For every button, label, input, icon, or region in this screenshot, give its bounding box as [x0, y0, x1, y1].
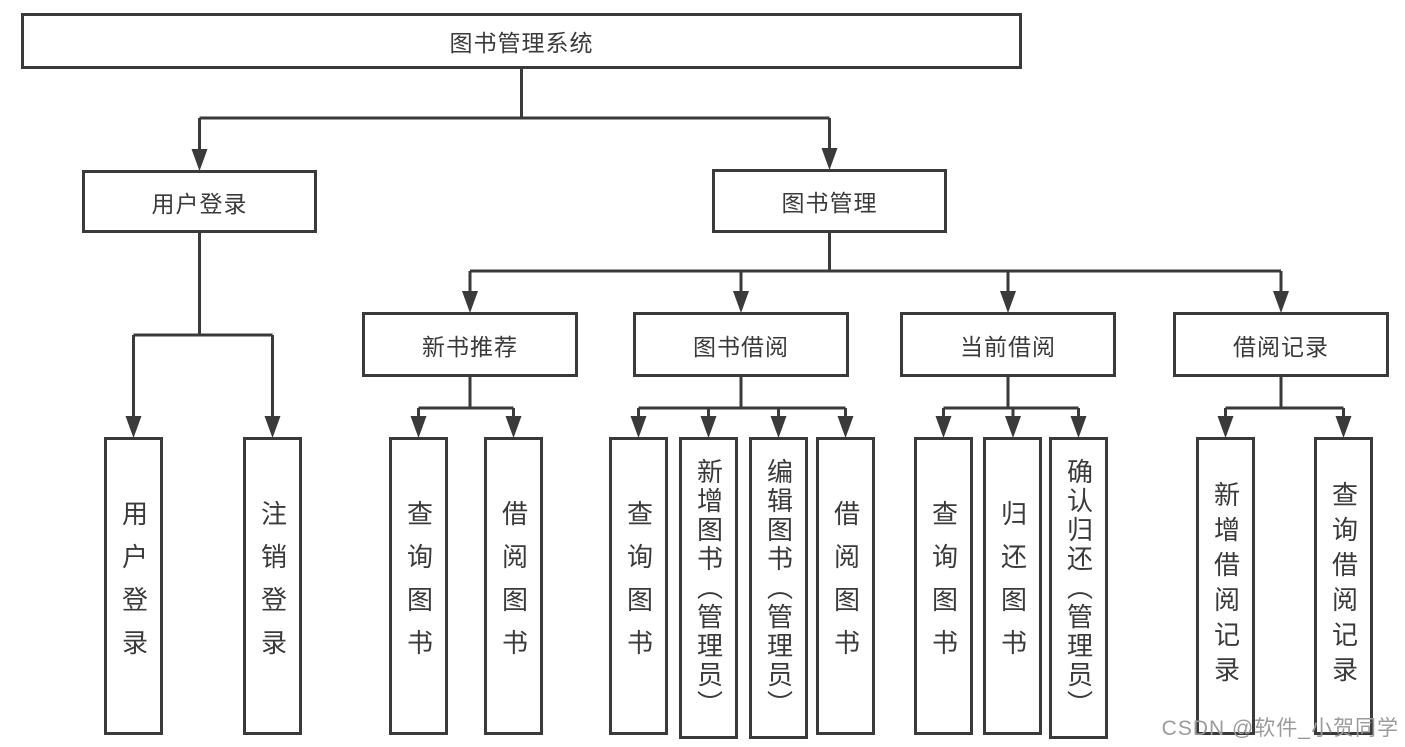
leaf-label: 借阅图书 — [498, 500, 529, 672]
leaf-label: 新增借阅记录 — [1210, 481, 1241, 691]
leaf-confirm-return-admin: 确认归还（管理员） — [1049, 437, 1108, 739]
node-user-login: 用户登录 — [82, 170, 317, 233]
leaf-return-books: 归还图书 — [983, 437, 1042, 735]
leaf-borrow-books-recommend: 借阅图书 — [484, 437, 543, 735]
leaf-label: 新增图书（管理员） — [693, 457, 724, 719]
node-label: 图书管理系统 — [449, 30, 594, 56]
csdn-watermark: CSDN @软件_小贺同学 — [1161, 717, 1399, 740]
node-label: 用户登录 — [151, 190, 248, 217]
leaf-label: 用户登录 — [118, 500, 149, 672]
node-label: 图书借阅 — [693, 333, 789, 360]
leaf-label: 确认归还（管理员） — [1063, 457, 1094, 719]
leaf-label: 编辑图书（管理员） — [763, 457, 794, 719]
leaf-label: 借阅图书 — [830, 500, 861, 672]
leaf-query-books-borrowing: 查询图书 — [609, 437, 668, 735]
node-label: 新书推荐 — [422, 333, 518, 360]
node-current-borrowing: 当前借阅 — [900, 312, 1116, 377]
node-borrowing-records: 借阅记录 — [1173, 312, 1389, 377]
leaf-borrow-books: 借阅图书 — [816, 437, 875, 735]
node-label: 借阅记录 — [1233, 333, 1329, 360]
node-book-management: 图书管理 — [712, 169, 947, 233]
leaf-logout: 注销登录 — [243, 437, 302, 735]
leaf-query-books-recommend: 查询图书 — [389, 437, 448, 735]
node-label: 当前借阅 — [960, 333, 1056, 360]
leaf-add-borrow-record: 新增借阅记录 — [1196, 437, 1255, 735]
node-label: 图书管理 — [781, 190, 878, 216]
leaf-user-login: 用户登录 — [104, 437, 163, 735]
leaf-query-books-current: 查询图书 — [914, 437, 973, 735]
node-library-management-system: 图书管理系统 — [21, 13, 1022, 69]
node-new-book-recommendation: 新书推荐 — [362, 312, 578, 377]
leaf-edit-books-admin: 编辑图书（管理员） — [749, 437, 808, 739]
leaf-label: 查询借阅记录 — [1328, 481, 1359, 691]
leaf-label: 查询图书 — [928, 500, 959, 672]
leaf-label: 查询图书 — [403, 500, 434, 672]
leaf-query-borrow-record: 查询借阅记录 — [1314, 437, 1373, 735]
leaf-label: 归还图书 — [997, 500, 1028, 672]
leaf-add-books-admin: 新增图书（管理员） — [679, 437, 738, 739]
leaf-label: 注销登录 — [257, 500, 288, 672]
leaf-label: 查询图书 — [623, 500, 654, 672]
node-book-borrowing: 图书借阅 — [633, 312, 849, 377]
